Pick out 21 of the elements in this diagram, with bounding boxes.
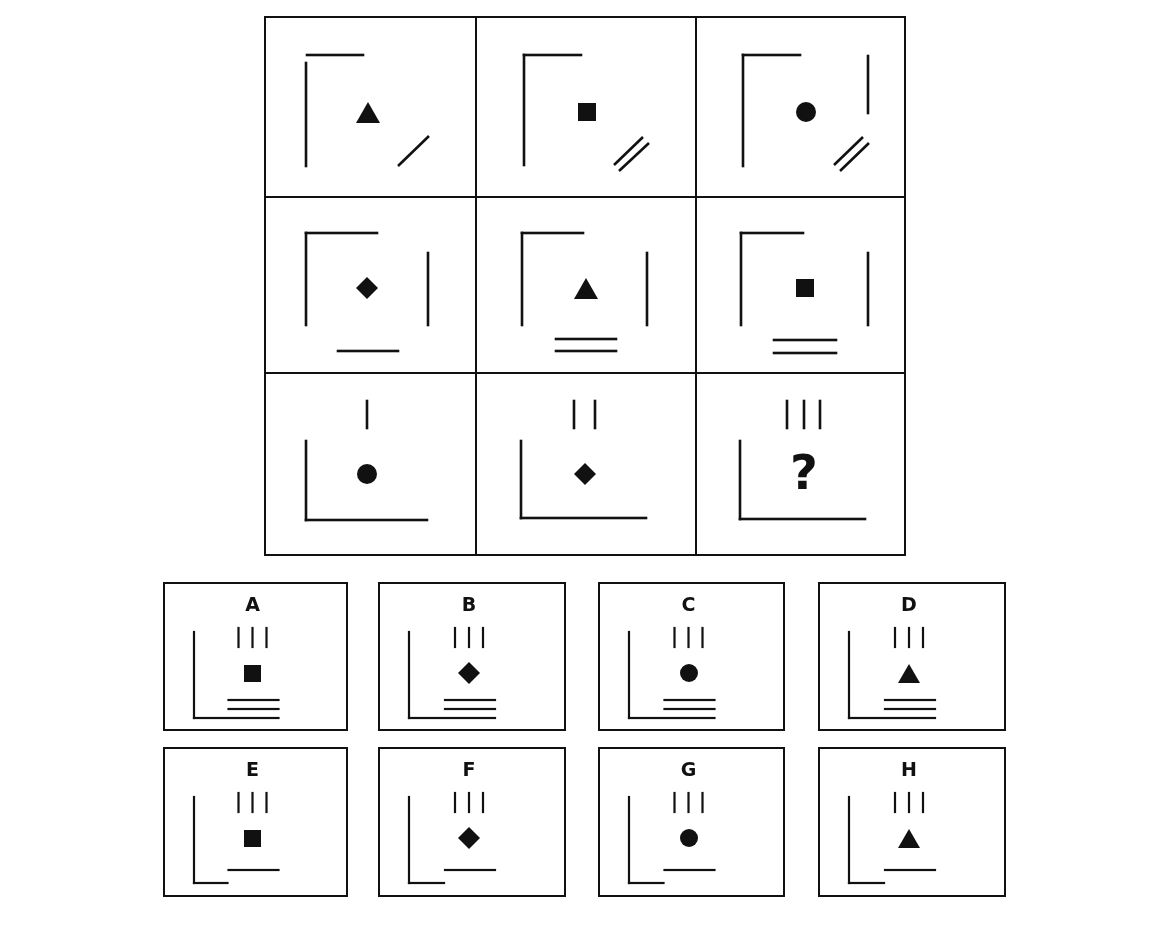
option-card	[598, 582, 785, 731]
option-letter: G	[680, 759, 697, 779]
option-letter: C	[681, 594, 696, 614]
matrix-cell	[264, 372, 477, 556]
question-mark: ?	[790, 448, 818, 496]
option-letter: D	[901, 594, 917, 614]
option-letter: H	[901, 759, 917, 779]
option-letter: F	[462, 759, 476, 779]
option-card	[598, 747, 785, 897]
option-card	[818, 582, 1006, 731]
option-card	[818, 747, 1006, 897]
matrix-cell	[695, 372, 906, 556]
matrix-cell	[264, 16, 477, 198]
option-card	[378, 747, 566, 897]
option-card	[163, 747, 348, 897]
option-letter: E	[246, 759, 259, 779]
matrix-cell	[695, 16, 906, 198]
option-card	[163, 582, 348, 731]
option-letter: A	[245, 594, 260, 614]
option-letter: B	[461, 594, 477, 614]
option-card	[378, 582, 566, 731]
